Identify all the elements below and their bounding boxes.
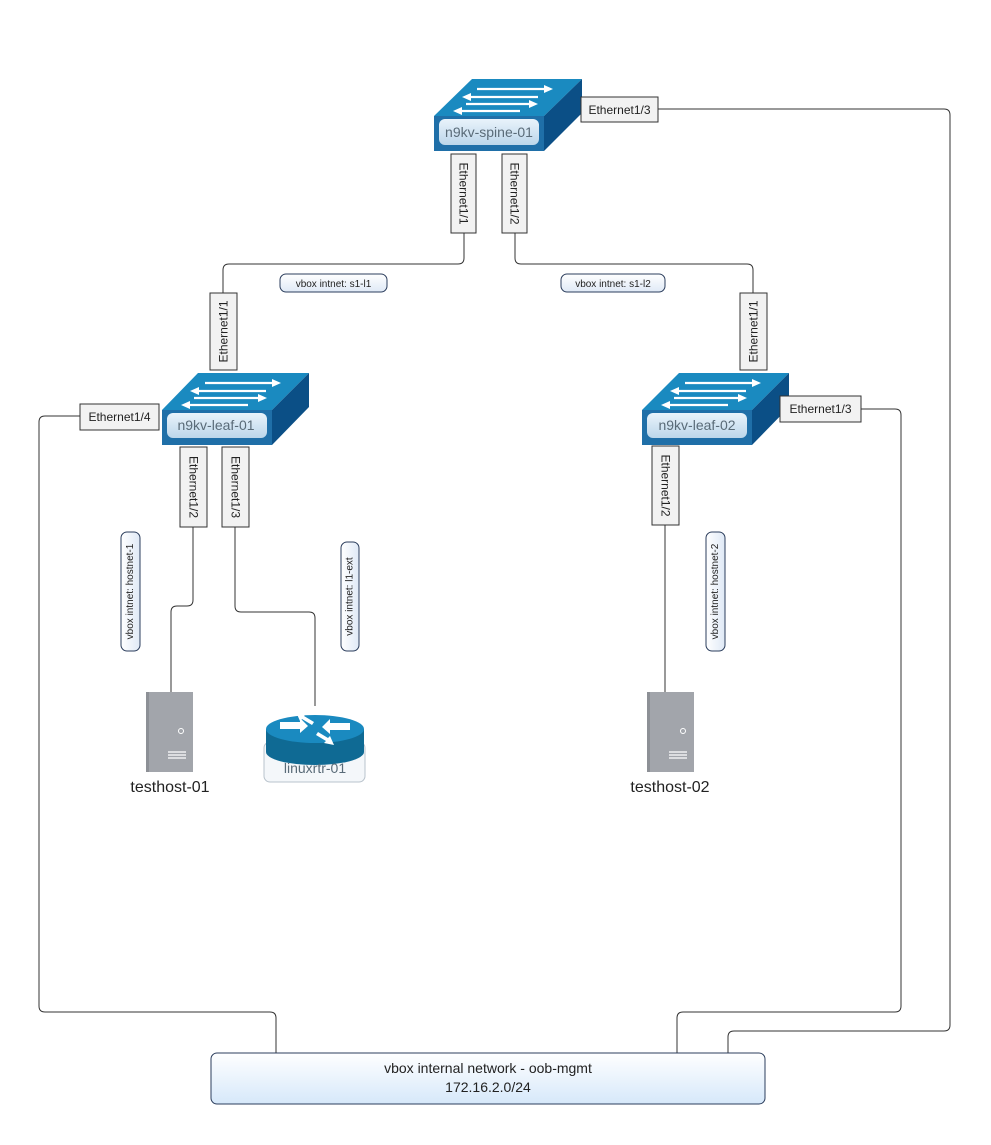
host2-name: testhost-02	[630, 779, 709, 796]
switch-label-box	[167, 413, 267, 438]
router-arrows-icon	[280, 712, 350, 745]
port-leaf1-e11: Ethernet1/1	[217, 300, 231, 362]
server-led	[680, 728, 686, 734]
arrows-icon	[661, 379, 761, 409]
port-leaf2-e11: Ethernet1/1	[747, 300, 761, 362]
server-edge	[146, 692, 149, 772]
arrows-icon	[453, 85, 553, 115]
port-leaf1-e13: Ethernet1/3	[229, 456, 243, 518]
port-leaf1-e12: Ethernet1/2	[187, 456, 201, 518]
router[interactable]: linuxrtr-01	[263, 712, 366, 783]
testhost-02[interactable]: testhost-02	[630, 692, 710, 796]
net-hostnet1: vbox intnet: hostnet-1	[125, 543, 136, 639]
server-icon	[146, 692, 193, 772]
link-leaf1-mgmt	[38, 415, 277, 1053]
spine-name: n9kv-spine-01	[445, 124, 533, 140]
net-s1-l2: vbox intnet: s1-l2	[575, 279, 651, 290]
net-l1-ext: vbox intnet: l1-ext	[345, 557, 356, 636]
port-spine-e12: Ethernet1/2	[508, 162, 522, 224]
mgmt-box	[210, 1052, 766, 1105]
switch-side	[752, 373, 789, 445]
leaf2-switch[interactable]: n9kv-leaf-02	[642, 373, 789, 445]
port-labels: Ethernet1/3 Ethernet1/4 Ethernet1/3 Ethe…	[79, 96, 862, 528]
leaf1-name: n9kv-leaf-01	[177, 417, 254, 433]
link-leaf1-host1	[170, 527, 194, 693]
switch-side	[544, 79, 582, 151]
port-leaf1-e14: Ethernet1/4	[88, 410, 150, 424]
link-leaf1-router	[234, 527, 316, 706]
port-leaf2-e13: Ethernet1/3	[789, 402, 851, 416]
server-icon	[647, 692, 694, 772]
link-spine-leaf2	[514, 233, 754, 293]
server-vents	[669, 751, 687, 759]
leaf2-name: n9kv-leaf-02	[658, 417, 735, 433]
arrows-icon	[181, 379, 281, 409]
mgmt-subnet: 172.16.2.0/24	[445, 1079, 531, 1095]
switch-side	[272, 373, 309, 445]
mgmt-network[interactable]: vbox internal network - oob-mgmt 172.16.…	[210, 1052, 766, 1105]
switch-label-box	[439, 119, 539, 145]
host1-name: testhost-01	[130, 779, 209, 796]
connections	[38, 108, 951, 1053]
leaf1-switch[interactable]: n9kv-leaf-01	[162, 373, 309, 445]
router-name: linuxrtr-01	[284, 760, 346, 776]
spine-switch[interactable]: n9kv-spine-01	[434, 79, 582, 151]
net-s1-l1: vbox intnet: s1-l1	[296, 279, 372, 290]
server-vents	[168, 751, 186, 759]
link-leaf2-mgmt	[676, 408, 902, 1053]
switch-label-box	[647, 413, 747, 438]
net-hostnet2: vbox intnet: hostnet-2	[710, 543, 721, 639]
port-leaf2-e12: Ethernet1/2	[659, 454, 673, 516]
mgmt-title: vbox internal network - oob-mgmt	[384, 1060, 592, 1076]
server-led	[178, 728, 184, 734]
network-labels: vbox intnet: s1-l1 vbox intnet: s1-l2 vb…	[120, 273, 726, 652]
link-spine-mgmt	[657, 108, 951, 1053]
testhost-01[interactable]: testhost-01	[130, 692, 210, 796]
port-spine-e13: Ethernet1/3	[588, 103, 650, 117]
server-edge	[647, 692, 650, 772]
link-spine-leaf1	[222, 233, 465, 293]
port-spine-e11: Ethernet1/1	[457, 162, 471, 224]
